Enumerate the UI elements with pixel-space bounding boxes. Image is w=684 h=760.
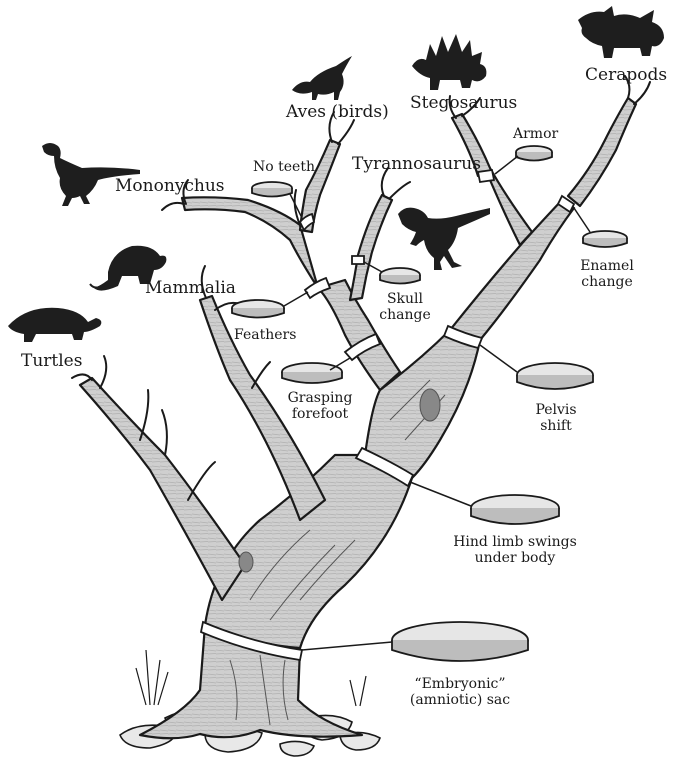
hind-limb-line-1: Hind limb swings bbox=[453, 534, 577, 550]
connector-lines bbox=[283, 155, 591, 651]
taxon-aves: Aves (birds) bbox=[286, 102, 389, 122]
tree-twigs bbox=[71, 75, 651, 501]
turtle-silhouette bbox=[8, 307, 102, 342]
character-no-teeth: No teeth bbox=[253, 159, 315, 175]
taxon-mononychus: Mononychus bbox=[115, 176, 225, 196]
taxon-tyrannosaurus: Tyrannosaurus bbox=[352, 154, 481, 174]
grasping-line-1: Grasping bbox=[287, 390, 353, 406]
stegosaurus-silhouette bbox=[412, 34, 487, 90]
taxon-mammalia: Mammalia bbox=[145, 278, 236, 298]
pelvis-line-1: Pelvis bbox=[535, 402, 577, 418]
cross-section-discs bbox=[231, 145, 628, 662]
pelvis-line-2: shift bbox=[540, 417, 572, 434]
grass-tufts bbox=[135, 649, 367, 707]
bark-texture bbox=[229, 379, 446, 726]
skull-line-2: change bbox=[379, 306, 431, 323]
character-rings bbox=[199, 168, 576, 662]
enamel-line-1: Enamel bbox=[580, 258, 634, 274]
character-grasping-forefoot: Grasping forefoot bbox=[287, 390, 353, 422]
mammal-silhouette bbox=[89, 245, 167, 291]
taxon-turtles: Turtles bbox=[21, 351, 83, 371]
character-pelvis-shift: Pelvis shift bbox=[535, 402, 577, 434]
taxon-stegosaurus: Stegosaurus bbox=[410, 93, 518, 113]
taxon-cerapods: Cerapods bbox=[585, 65, 668, 85]
bird-silhouette bbox=[292, 56, 352, 100]
tyrannosaurus-silhouette bbox=[398, 207, 490, 270]
character-skull-change: Skull change bbox=[379, 291, 431, 323]
character-hind-limb: Hind limb swings under body bbox=[453, 534, 577, 566]
amniotic-line-1: “Embryonic” bbox=[414, 676, 506, 692]
character-enamel-change: Enamel change bbox=[580, 258, 634, 290]
amniotic-line-2: (amniotic) sac bbox=[409, 691, 511, 708]
mononychus-silhouette bbox=[42, 143, 140, 206]
enamel-line-2: change bbox=[581, 273, 633, 290]
character-amniotic-sac: “Embryonic” (amniotic) sac bbox=[409, 676, 511, 708]
skull-line-1: Skull bbox=[386, 291, 424, 307]
cerapod-silhouette bbox=[578, 6, 664, 58]
hind-limb-line-2: under body bbox=[474, 549, 556, 566]
character-feathers: Feathers bbox=[234, 327, 297, 343]
character-armor: Armor bbox=[513, 126, 559, 142]
grasping-line-2: forefoot bbox=[291, 405, 349, 422]
